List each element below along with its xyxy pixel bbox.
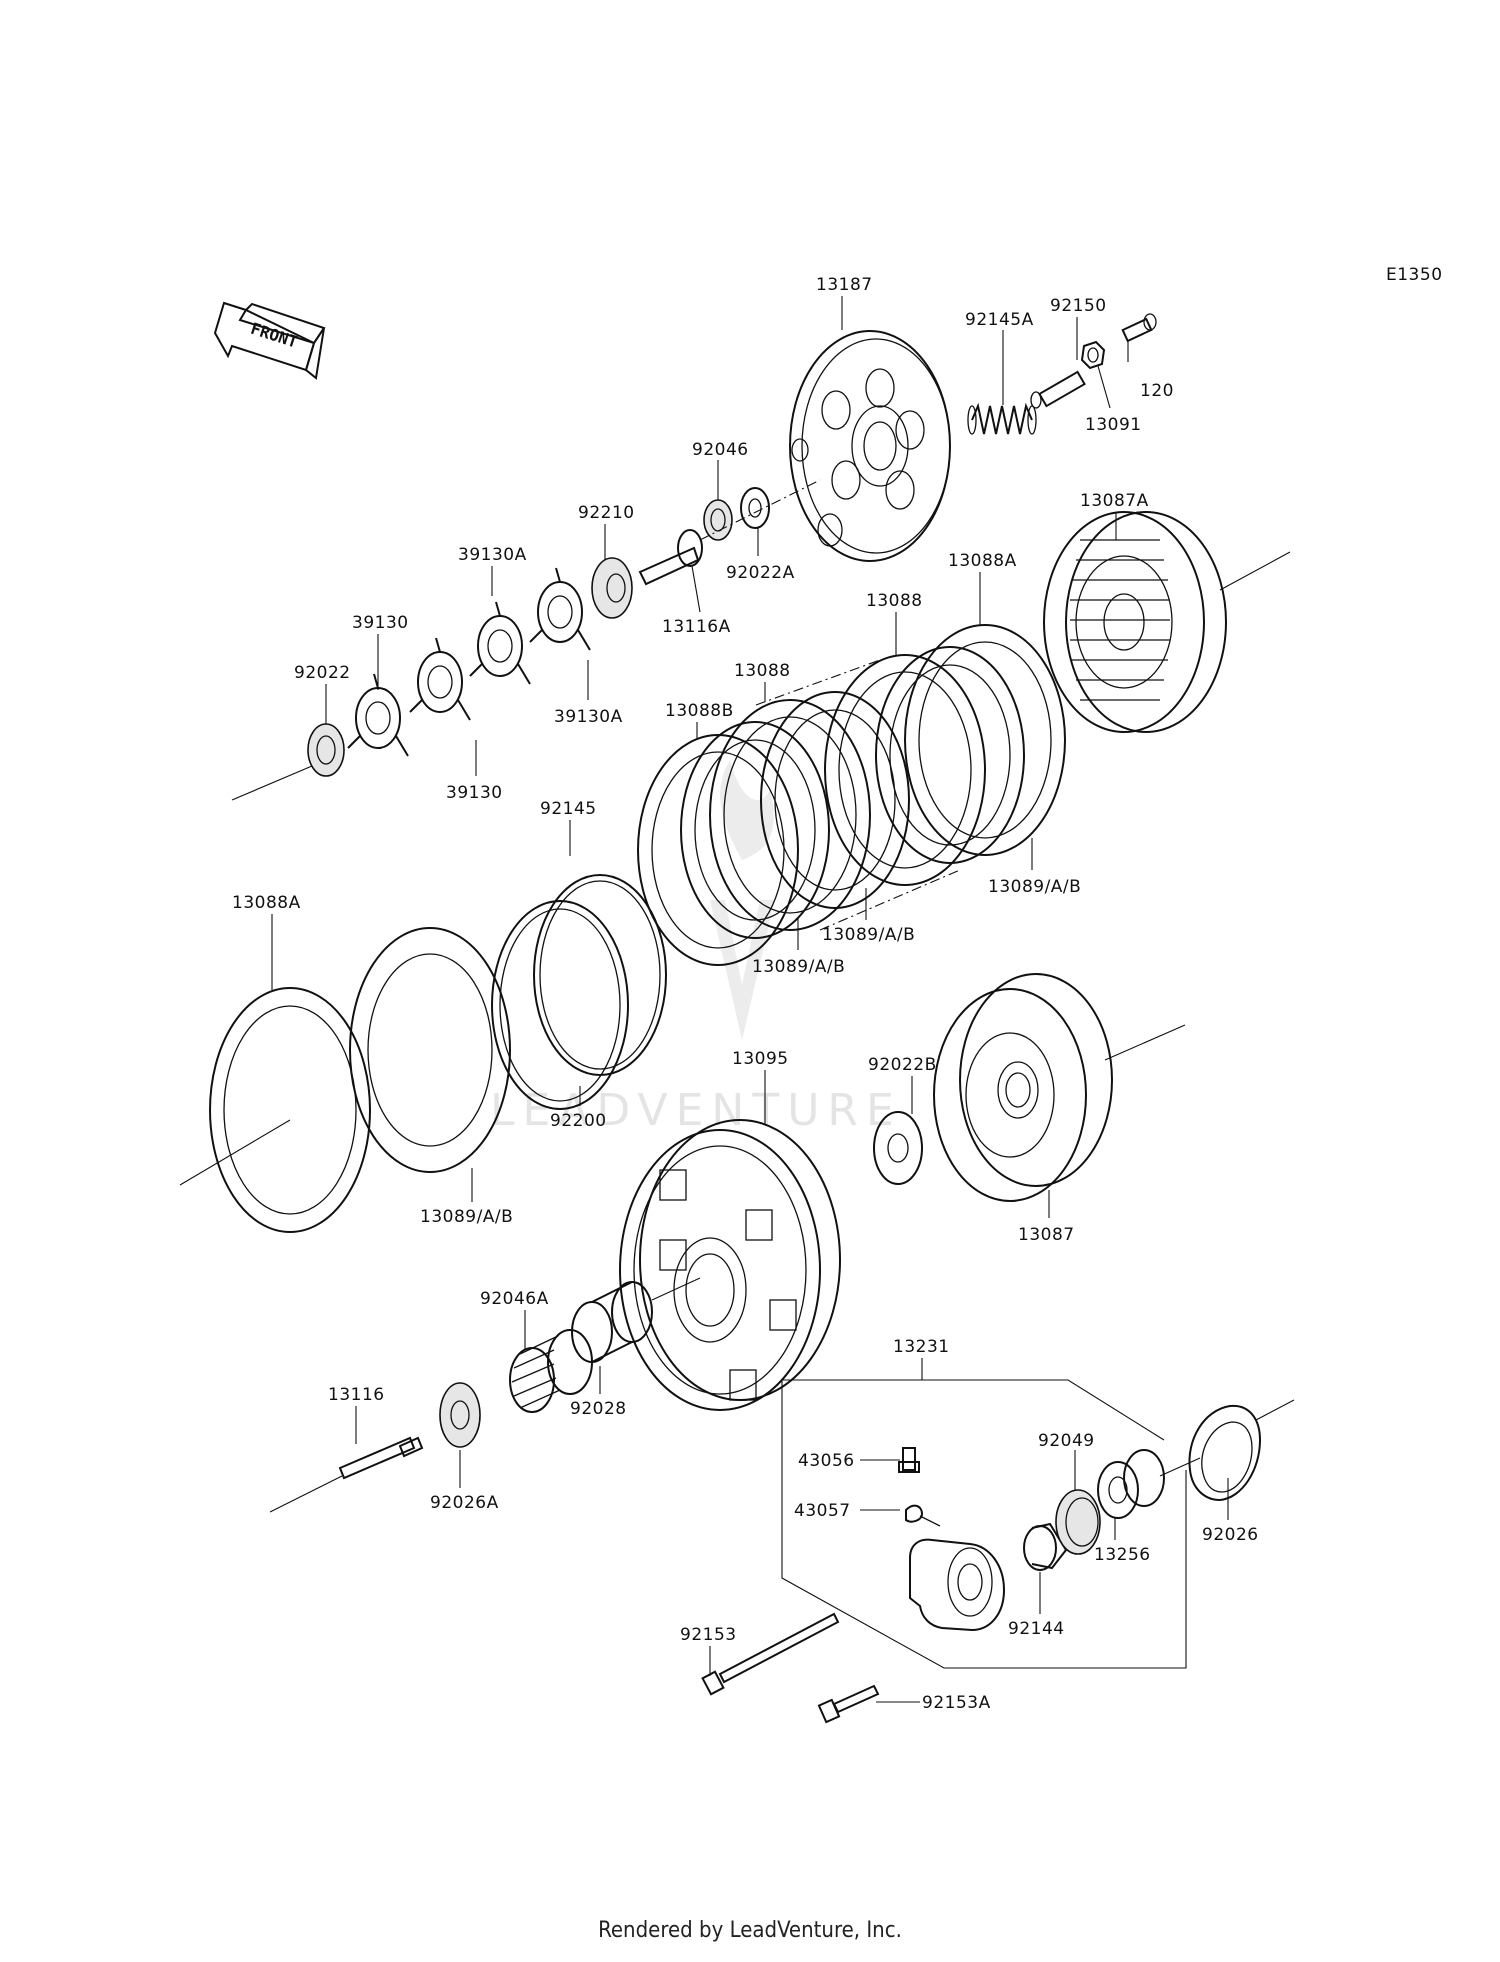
spring-plate-39130-1 [409, 637, 471, 721]
steel-plate-13089-1 [875, 646, 1025, 864]
bleeder-43056 [898, 1447, 920, 1473]
label-13116A[interactable]: 13116A [662, 617, 731, 637]
spring-plate-39130A-2 [469, 601, 531, 685]
washer-92022 [307, 723, 345, 777]
label-92200[interactable]: 92200 [550, 1111, 607, 1131]
label-39130A-top[interactable]: 39130A [458, 545, 527, 565]
label-13116[interactable]: 13116 [328, 1385, 385, 1405]
label-39130-top[interactable]: 39130 [352, 613, 409, 633]
label-43057[interactable]: 43057 [794, 1501, 851, 1521]
label-13231[interactable]: 13231 [893, 1337, 950, 1357]
label-92022[interactable]: 92022 [294, 663, 351, 683]
label-13089-3[interactable]: 13089/A/B [752, 957, 845, 977]
wire-ring-92145 [533, 874, 667, 1076]
oil-seal-92210 [591, 557, 633, 619]
label-13187[interactable]: 13187 [816, 275, 873, 295]
label-92049[interactable]: 92049 [1038, 1431, 1095, 1451]
label-92150[interactable]: 92150 [1050, 296, 1107, 316]
label-92028[interactable]: 92028 [570, 1399, 627, 1419]
boot-92144 [1023, 1522, 1068, 1571]
diagram-code: E1350 [1386, 265, 1443, 285]
bolt-92153A [817, 1684, 880, 1724]
label-92145[interactable]: 92145 [540, 799, 597, 819]
spring-ring-92200 [491, 900, 629, 1110]
washer-92026A [439, 1382, 481, 1448]
steel-plate-13089-4 [349, 927, 511, 1173]
friction-plate-13088A-left [209, 987, 371, 1233]
gasket-92026 [1188, 1399, 1295, 1502]
rod-13116 [269, 1436, 424, 1513]
label-13089-4[interactable]: 13089/A/B [420, 1207, 513, 1227]
washer-92022B [873, 1111, 923, 1185]
push-rod-13116A [638, 479, 821, 586]
leader-lines [271, 296, 1229, 1703]
nut-13091 [1080, 340, 1106, 370]
label-13091[interactable]: 13091 [1085, 415, 1142, 435]
label-92210[interactable]: 92210 [578, 503, 635, 523]
label-92022A[interactable]: 92022A [726, 563, 795, 583]
label-39130A-bottom[interactable]: 39130A [554, 707, 623, 727]
label-39130-bottom[interactable]: 39130 [446, 783, 503, 803]
label-92026A[interactable]: 92026A [430, 1493, 499, 1513]
friction-plate-13088-right [824, 654, 986, 886]
label-13088A-left[interactable]: 13088A [232, 893, 301, 913]
label-92046A[interactable]: 92046A [480, 1289, 549, 1309]
bolt-92153 [701, 1612, 840, 1696]
spring-plate-39130A-1 [529, 567, 591, 651]
label-13088-right[interactable]: 13088 [866, 591, 923, 611]
label-92153[interactable]: 92153 [680, 1625, 737, 1645]
watermark: LEADVENTURE [490, 760, 902, 1136]
front-arrow-icon: FRONT [213, 301, 326, 380]
sleeve-92028 [571, 1277, 701, 1363]
bolt-92150 [1030, 370, 1086, 409]
footer-credit: Rendered by LeadVenture, Inc. [598, 1918, 902, 1943]
piston-13256 [1097, 1449, 1201, 1519]
release-cylinder-body [909, 1538, 1006, 1632]
label-13089-1[interactable]: 13089/A/B [988, 877, 1081, 897]
clutch-housing-13095 [619, 1119, 841, 1411]
label-43056[interactable]: 43056 [798, 1451, 855, 1471]
bearing-92046 [703, 499, 733, 541]
label-13087A[interactable]: 13087A [1080, 491, 1149, 511]
watermark-text: LEADVENTURE [490, 1085, 902, 1136]
friction-plate-13088A-top [904, 624, 1066, 856]
label-92026[interactable]: 92026 [1202, 1525, 1259, 1545]
washer-92022A [740, 487, 770, 529]
label-120[interactable]: 120 [1140, 381, 1174, 401]
label-13087[interactable]: 13087 [1018, 1225, 1075, 1245]
label-13088B[interactable]: 13088B [665, 701, 734, 721]
label-92153A[interactable]: 92153A [922, 1693, 991, 1713]
release-assembly-bracket-13231 [781, 1358, 1187, 1669]
cap-43057 [905, 1504, 941, 1527]
label-13256[interactable]: 13256 [1094, 1545, 1151, 1565]
label-13088A-top[interactable]: 13088A [948, 551, 1017, 571]
friction-plate-13088B [637, 734, 799, 966]
label-92022B[interactable]: 92022B [868, 1055, 937, 1075]
spring-92145A [967, 402, 1037, 435]
clutch-hub-13087A [1043, 511, 1227, 733]
seal-92049 [1055, 1489, 1101, 1555]
screw-120 [1121, 313, 1157, 343]
label-92145A[interactable]: 92145A [965, 310, 1034, 330]
label-13089-2[interactable]: 13089/A/B [822, 925, 915, 945]
part-labels: 13187 92150 120 92145A 13091 92046 92022… [232, 275, 1259, 1713]
label-13095[interactable]: 13095 [732, 1049, 789, 1069]
label-13088-left[interactable]: 13088 [734, 661, 791, 681]
steel-plate-13089-2 [760, 691, 910, 909]
label-92144[interactable]: 92144 [1008, 1619, 1065, 1639]
hub-13087 [933, 973, 1113, 1202]
label-92046[interactable]: 92046 [692, 440, 749, 460]
steel-plate-13089-3 [680, 721, 830, 939]
pressure-plate-13187 [789, 330, 951, 562]
friction-plate-13088-left [709, 699, 871, 931]
